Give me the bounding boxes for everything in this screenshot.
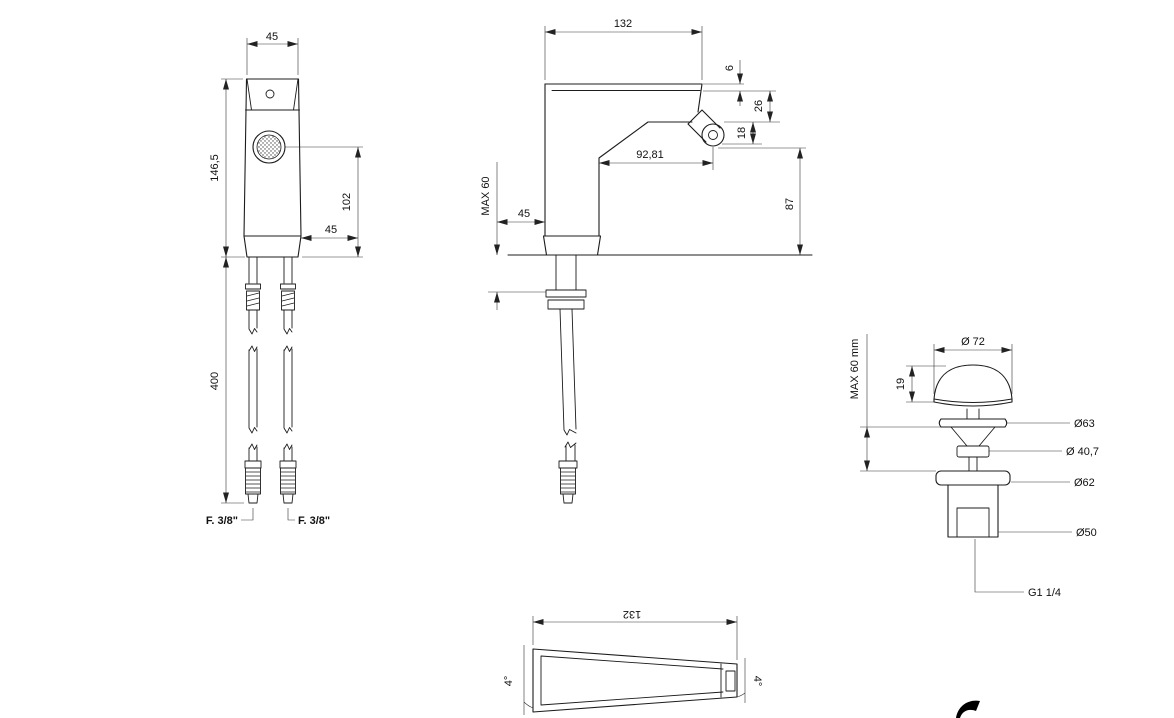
spout-top-outline [532, 648, 738, 713]
dim-top-width-label: 45 [266, 31, 278, 43]
dim-handle-reach-label: 92,81 [636, 149, 664, 161]
dim-outlet-offset-label: 45 [325, 224, 337, 236]
dim-spout-depth-label: 26 [753, 100, 765, 112]
angle-right-label: 4° [751, 676, 763, 687]
front-view: 45 146,5 102 45 400 F. 3/8" F. 3/8" [206, 31, 363, 527]
dim-max-deck-label: MAX 60 [480, 176, 492, 215]
dim-body-height-label: 146,5 [209, 154, 221, 182]
dim-cap-diameter-label: Ø 72 [961, 336, 985, 348]
angle-left-label: 4° [503, 676, 515, 687]
dim-seal-diameter-label: Ø63 [1074, 418, 1095, 430]
dim-top-thickness-label: 6 [724, 65, 736, 71]
dim-stem-diameter-label: Ø 40,7 [1066, 446, 1099, 458]
faucet-body-front [243, 78, 302, 258]
top-view-dimensions: 132 4° 4° [503, 608, 763, 715]
shank-and-hose-side [545, 254, 587, 504]
logo-mark [956, 700, 980, 718]
thread-label: G1 1/4 [1028, 587, 1061, 599]
dim-max-deck-drain-label: MAX 60 mm [849, 339, 861, 400]
front-dimensions: 45 146,5 102 45 400 F. 3/8" F. 3/8" [206, 31, 363, 527]
top-view: 132 4° 4° [503, 608, 763, 715]
faucet-body-side [542, 83, 725, 256]
supply-hose-right [279, 256, 297, 504]
top-hole [265, 89, 275, 99]
dim-flange-diameter-label: Ø62 [1074, 477, 1095, 489]
drain-view: Ø 72 19 MAX 60 mm Ø63 Ø 40,7 Ø62 Ø50 G1 … [849, 334, 1099, 599]
dim-top-length-label: 132 [623, 608, 641, 620]
dim-hose-length-label: 400 [209, 372, 221, 390]
drain-body [933, 364, 1013, 538]
side-view: 132 6 26 18 92,81 87 MAX 60 45 [480, 18, 813, 504]
drain-dimensions: Ø 72 19 MAX 60 mm Ø63 Ø 40,7 Ø62 Ø50 G1 … [849, 334, 1099, 599]
dim-spout-height-label: 87 [784, 198, 796, 210]
supply-hose-left [244, 256, 262, 504]
left-connection-label: F. 3/8" [206, 515, 238, 527]
side-dimensions: 132 6 26 18 92,81 87 MAX 60 45 [480, 18, 806, 310]
dim-cap-height-label: 19 [895, 378, 907, 390]
handle-side [687, 109, 725, 147]
aerator-face [256, 134, 282, 160]
dim-front-offset-label: 45 [518, 208, 530, 220]
dim-handle-depth-label: 18 [736, 127, 748, 139]
dim-spout-length-label: 132 [614, 18, 632, 30]
dim-outlet-height-label: 102 [341, 193, 353, 211]
dim-body-diameter-label: Ø50 [1076, 527, 1097, 539]
right-connection-label: F. 3/8" [298, 515, 330, 527]
